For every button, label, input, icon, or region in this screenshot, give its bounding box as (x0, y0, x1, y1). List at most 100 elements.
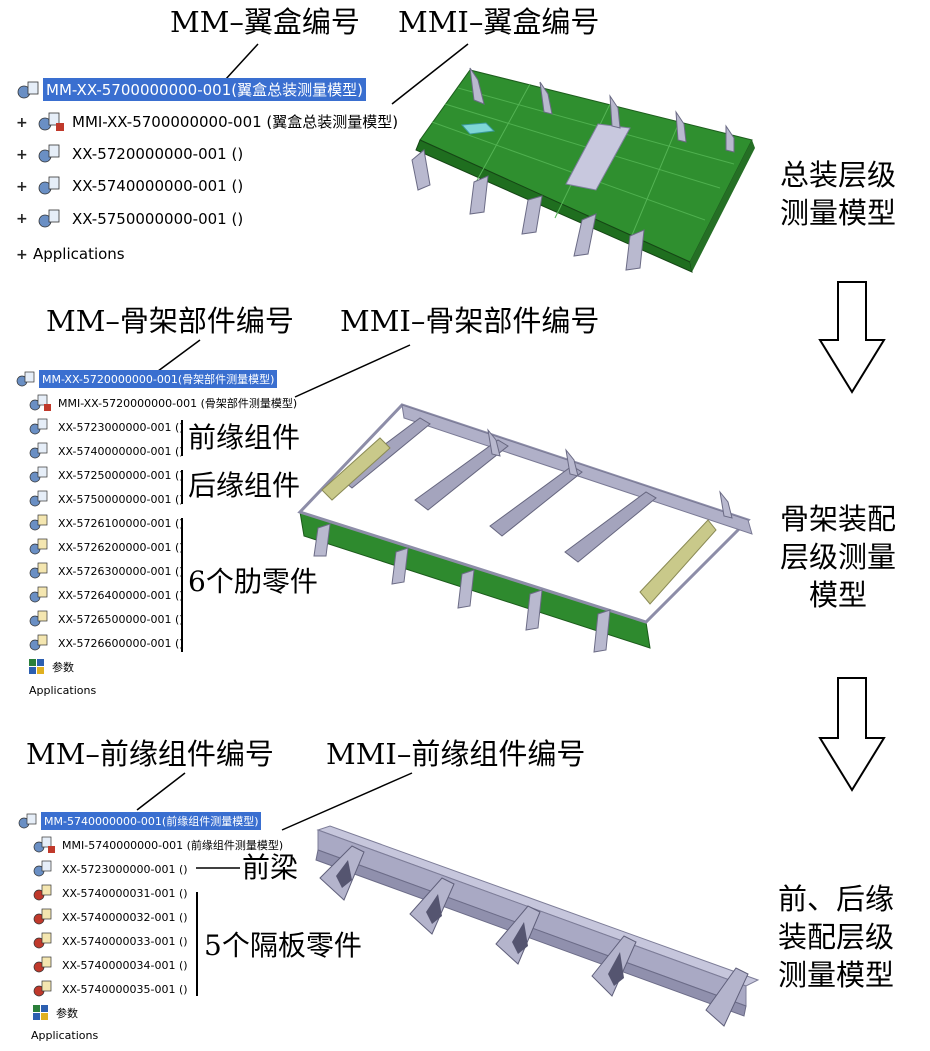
bracket-ribs (181, 518, 183, 652)
tree-item[interactable]: XX-5726200000-001 () (28, 538, 187, 556)
tree-item-label: XX-5726100000-001 () (58, 516, 184, 530)
group-label-partitions: 5个隔板零件 (204, 929, 362, 962)
product-icon (16, 371, 36, 387)
bracket-front (181, 420, 183, 456)
side-label-section1: 总装层级 测量模型 (780, 156, 896, 232)
side-label-line: 装配层级 (778, 920, 895, 954)
leader-mmi-1 (391, 43, 469, 105)
tree-item[interactable]: XX-5740000000-001 () (36, 175, 246, 197)
tree-item-applications[interactable]: Applications (28, 1028, 101, 1043)
callout-mmi-front-assembly-id: MMI–前缘组件编号 (326, 737, 586, 771)
front-spar-model-image (315, 825, 760, 1027)
measurement-product-icon (36, 111, 66, 133)
down-arrow-2 (818, 677, 886, 792)
tree-item[interactable]: XX-5726600000-001 () (28, 634, 187, 652)
group-label-rear: 后缘组件 (188, 469, 301, 502)
tree-item[interactable]: XX-5726500000-001 () (28, 610, 187, 628)
side-label-line: 层级测量 (780, 540, 897, 574)
product-icon (32, 860, 56, 878)
expand-plus-icon[interactable]: + (16, 115, 28, 131)
tree-item[interactable]: XX-5723000000-001 () (32, 860, 191, 878)
tree-item[interactable]: XX-5750000000-001 () (36, 208, 246, 230)
tree-item-label: XX-5740000034-001 () (62, 958, 188, 972)
tree-item-label: 参数 (56, 1007, 78, 1020)
tree-item-label: XX-5740000033-001 () (62, 934, 188, 948)
tree-item[interactable]: XX-5740000035-001 () (32, 980, 191, 998)
side-label-line: 总装层级 (780, 158, 897, 192)
part-icon (28, 538, 52, 556)
tree-item-label: Applications (31, 1029, 99, 1042)
tree-item-label: MM-XX-5700000000-001(翼盒总装测量模型) (43, 78, 366, 101)
tree-item[interactable]: XX-5750000000-001 () (28, 490, 187, 508)
leader-mm-1 (224, 43, 259, 81)
tree-item-label: XX-5726400000-001 () (58, 588, 184, 602)
tree-item-label: XX-5726500000-001 () (58, 612, 184, 626)
tree-item-label: Applications (33, 245, 125, 263)
tree-item-label: XX-5723000000-001 () (58, 420, 184, 434)
tree-item-label: XX-5726600000-001 () (58, 636, 184, 650)
callout-mm-wingbox-id: MM–翼盒编号 (170, 5, 360, 39)
tree-item-label: XX-5740000032-001 () (62, 910, 188, 924)
expand-plus-icon[interactable]: + (16, 179, 28, 195)
tree-item[interactable]: MMI-XX-5700000000-001 (翼盒总装测量模型) (36, 110, 401, 133)
tree-item-label: 参数 (52, 661, 74, 674)
tree-item-label: MMI-XX-5720000000-001 (骨架部件测量模型) (58, 397, 298, 410)
tree-item-parameters[interactable]: 参数 (32, 1004, 81, 1022)
tree-item[interactable]: XX-5740000033-001 () (32, 932, 191, 950)
tree-item-applications[interactable]: Applications (30, 244, 128, 264)
expand-plus-icon[interactable]: + (16, 211, 28, 227)
part-icon (32, 932, 56, 950)
measurement-product-icon (32, 836, 56, 854)
side-label-line: 模型 (809, 578, 868, 612)
bracket-rear (181, 470, 183, 504)
expand-plus-icon[interactable]: + (16, 147, 28, 163)
tree-item-label: XX-5740000035-001 () (62, 982, 188, 996)
tree-item-label: MMI-XX-5700000000-001 (翼盒总装测量模型) (72, 113, 399, 131)
tree-item[interactable]: XX-5726100000-001 () (28, 514, 187, 532)
label-front-spar: 前梁 (242, 851, 299, 884)
tree-item-label: XX-5740000000-001 () (58, 444, 184, 458)
expand-plus-icon[interactable]: + (16, 247, 28, 263)
tree-item-label: XX-5725000000-001 () (58, 468, 184, 482)
tree-item[interactable]: MMI-5740000000-001 (前缘组件测量模型) (32, 836, 286, 854)
tree-item-label: XX-5726200000-001 () (58, 540, 184, 554)
tree-item-root[interactable]: MM-XX-5700000000-001(翼盒总装测量模型) (16, 78, 366, 101)
tree-item-label: XX-5723000000-001 () (62, 862, 188, 876)
tree-item-parameters[interactable]: 参数 (28, 658, 77, 676)
product-icon (36, 208, 66, 230)
group-label-front: 前缘组件 (188, 421, 301, 454)
tree-item[interactable]: XX-5740000000-001 () (28, 442, 187, 460)
product-icon (36, 175, 66, 197)
side-label-section3: 前、后缘 装配层级 测量模型 (778, 880, 894, 994)
tree-item[interactable]: XX-5726400000-001 () (28, 586, 187, 604)
leader-mm-3 (136, 772, 186, 811)
tree-item-root[interactable]: MM-5740000000-001(前缘组件测量模型) (18, 812, 262, 830)
side-label-line: 测量模型 (780, 196, 897, 230)
tree-item-label: XX-5740000000-001 () (72, 177, 244, 195)
tree-item[interactable]: XX-5723000000-001 () (28, 418, 187, 436)
wingbox-model-image (411, 67, 755, 273)
callout-mmi-skeleton-id: MMI–骨架部件编号 (340, 304, 600, 338)
leader-mmi-3 (281, 772, 413, 831)
tree-item-label: XX-5750000000-001 () (58, 492, 184, 506)
tree-item-label: MMI-5740000000-001 (前缘组件测量模型) (62, 839, 284, 852)
part-icon (28, 514, 52, 532)
tree-item[interactable]: XX-5740000031-001 () (32, 884, 191, 902)
tree-item[interactable]: XX-5725000000-001 () (28, 466, 187, 484)
tree-item-applications[interactable]: Applications (26, 683, 99, 698)
tree-item[interactable]: MMI-XX-5720000000-001 (骨架部件测量模型) (28, 394, 300, 412)
measurement-product-icon (28, 394, 52, 412)
tree-item[interactable]: XX-5740000032-001 () (32, 908, 191, 926)
product-icon (28, 466, 52, 484)
tree-item[interactable]: XX-5726300000-001 () (28, 562, 187, 580)
part-icon (28, 586, 52, 604)
tree-item[interactable]: XX-5720000000-001 () (36, 143, 246, 165)
tree-item-root[interactable]: MM-XX-5720000000-001(骨架部件测量模型) (16, 370, 278, 388)
part-icon (32, 908, 56, 926)
callout-mm-skeleton-id: MM–骨架部件编号 (46, 304, 294, 338)
tree-item-label: XX-5720000000-001 () (72, 145, 244, 163)
part-icon (32, 956, 56, 974)
tree-item[interactable]: XX-5740000034-001 () (32, 956, 191, 974)
product-icon (16, 80, 40, 100)
